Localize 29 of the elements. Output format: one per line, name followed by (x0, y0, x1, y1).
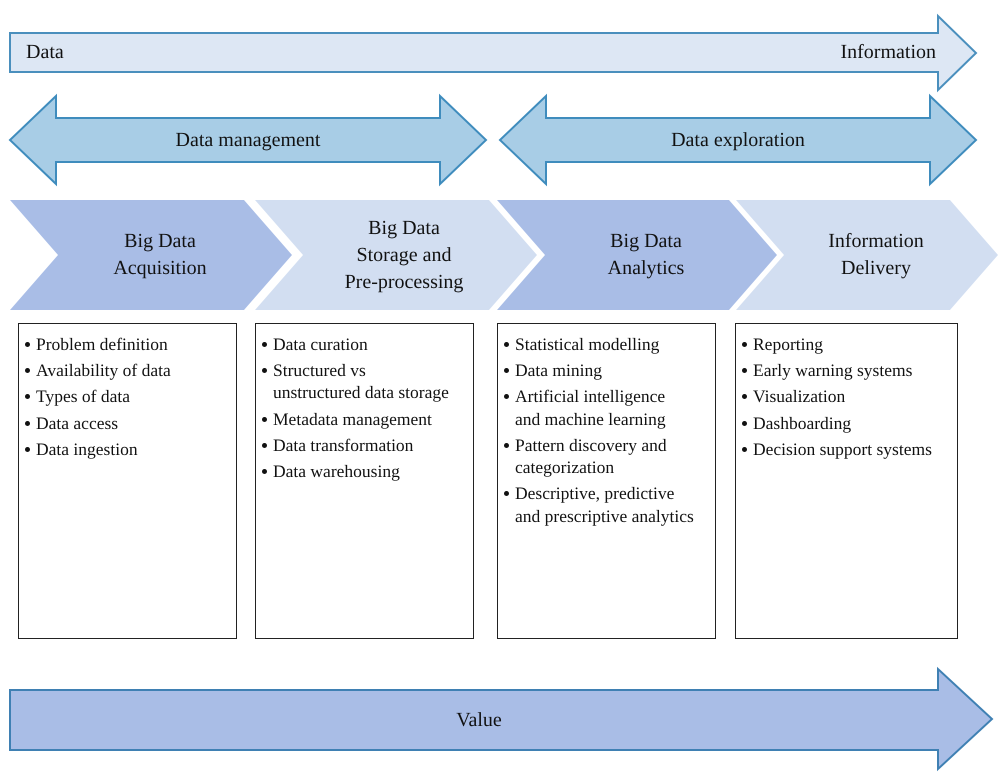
bullet-item: Types of data (36, 386, 130, 406)
bullet-item: Reporting (753, 334, 823, 354)
bullet-item: Early warning systems (753, 360, 912, 380)
bullet-item: Descriptive, predictive and prescriptive analytics (515, 483, 694, 526)
arrow-label: Value (456, 708, 502, 732)
bullet-item: Decision support systems (753, 438, 932, 459)
arrow-label: Data exploration (671, 128, 805, 152)
bullet-item: Artificial intelligence and machine learning (515, 386, 666, 429)
bullet-item: Structured vs unstructured data storage (273, 360, 449, 402)
bullet-item: Visualization (753, 386, 846, 406)
bullet-item: Availability of data (36, 360, 171, 380)
stage-title: Information Delivery (827, 229, 925, 281)
arrow-label: Data management (176, 128, 320, 152)
bullet-item: Data curation (273, 334, 368, 354)
bullet-item: Data access (36, 412, 118, 433)
stage-title: Big Data Analytics (606, 229, 686, 281)
bullet-item: Data warehousing (273, 461, 400, 482)
bullet-item: Dashboarding (753, 412, 852, 433)
bullet-item: Problem definition (36, 334, 168, 354)
arrow-label: Information (840, 40, 936, 65)
bullet-item: Data mining (515, 360, 602, 380)
stage-title: Big Data Acquisition (112, 229, 208, 281)
bullet-item: Statistical modelling (515, 334, 660, 354)
arrow-label: Data (26, 40, 64, 65)
bullet-item: Metadata management (273, 408, 432, 429)
bullet-item: Data ingestion (36, 438, 138, 459)
bullet-item: Pattern discovery and categorization (515, 434, 667, 478)
stage-title: Big Data Storage and Pre-processing (344, 216, 464, 294)
bullet-item: Data transformation (273, 434, 414, 455)
